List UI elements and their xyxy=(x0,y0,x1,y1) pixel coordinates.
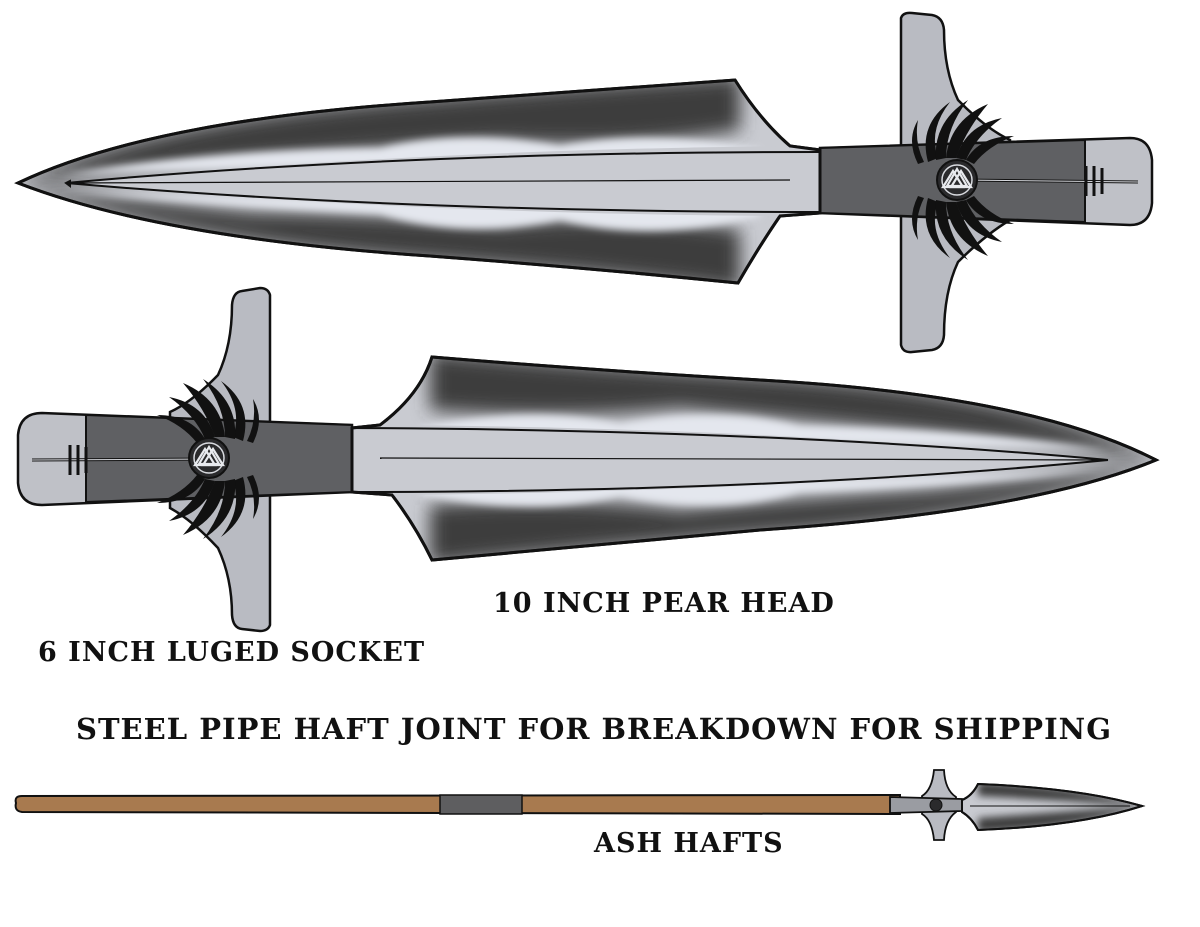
pear-head-label: 10 INCH PEAR HEAD xyxy=(493,588,835,619)
spearhead-middle xyxy=(16,286,1160,633)
ash-hafts-label: ASH HAFTS xyxy=(594,828,784,859)
small-socket-tube xyxy=(889,796,963,814)
luged-socket-label: 6 INCH LUGED SOCKET xyxy=(38,637,426,668)
steel-pipe-joint xyxy=(439,794,523,815)
full-spear xyxy=(14,769,1146,841)
haft-joint-label: STEEL PIPE HAFT JOINT FOR BREAKDOWN FOR … xyxy=(76,712,1112,746)
blade-midrib-middle xyxy=(351,427,1109,493)
valknut-icon xyxy=(935,158,979,202)
valknut-icon xyxy=(929,798,943,812)
spearhead-top xyxy=(14,11,1154,354)
valknut-icon xyxy=(187,436,231,480)
